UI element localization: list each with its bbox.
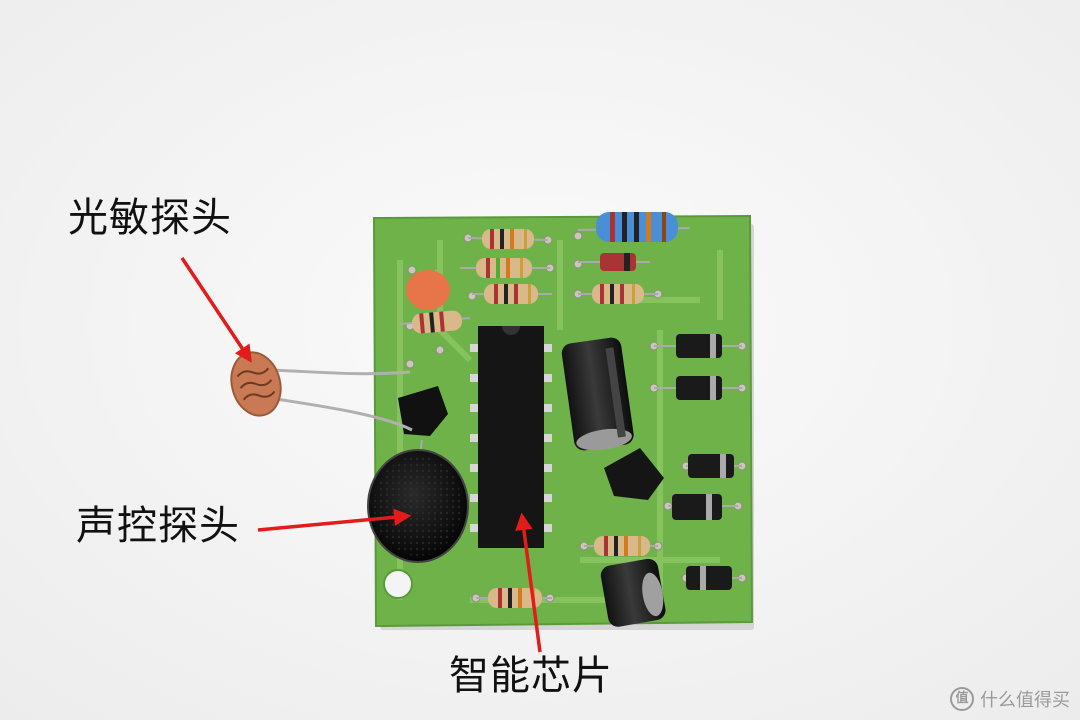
transistor-lower: [604, 448, 664, 500]
watermark-logo-icon: 值: [950, 687, 974, 711]
ic-chip: [470, 326, 552, 548]
arrow-sound-probe: [257, 508, 412, 532]
sound-probe-label: 声控探头: [76, 503, 240, 549]
smart-chip-label: 智能芯片: [449, 653, 613, 699]
electrolytic-capacitor-large: [561, 337, 634, 451]
photoresistor: [230, 351, 413, 432]
diodes: [654, 334, 742, 590]
arrow-smart-chip: [515, 512, 542, 653]
annotation-arrows: [180, 257, 542, 653]
microphone: [367, 449, 469, 563]
resistors: [399, 212, 691, 608]
ceramic-capacitor: [406, 270, 450, 310]
watermark-text: 什么值得买: [980, 690, 1070, 711]
arrow-light-probe: [180, 257, 252, 363]
watermark: 值 什么值得买: [950, 686, 1070, 712]
electrolytic-capacitor-small: [600, 558, 666, 627]
light-probe-label: 光敏探头: [68, 195, 232, 241]
